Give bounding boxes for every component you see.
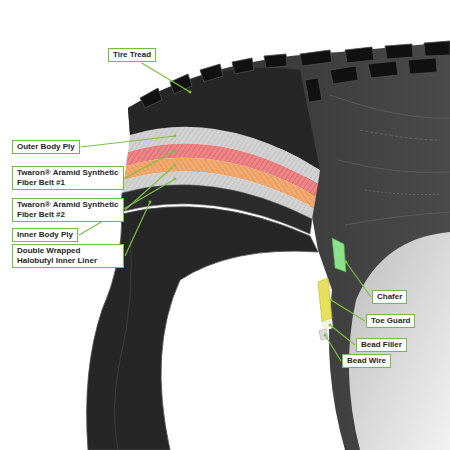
callout-box: Bead Filler [356, 338, 407, 352]
callout-text: Bead Wire [347, 356, 386, 366]
sidewall-lines [330, 95, 450, 225]
leader-line [330, 325, 355, 345]
callout-text: Double Wrapped Halobutyl Inner Liner [17, 246, 119, 266]
callout-box: Inner Body Ply [12, 228, 78, 242]
callout-text: Chafer [377, 292, 402, 302]
callout-text: Toe Guard [371, 316, 410, 326]
callout-text: Inner Body Ply [17, 230, 73, 240]
tread-blocks [140, 41, 450, 108]
callout-box: Double Wrapped Halobutyl Inner Liner [12, 244, 124, 268]
callout-text: Outer Body Ply [17, 142, 75, 152]
callout-text: Twaron® Aramid Synthetic Fiber Belt #1 [17, 168, 119, 188]
callout-text: Twaron® Aramid Synthetic Fiber Belt #2 [17, 200, 119, 220]
toe-guard [318, 278, 332, 322]
leader-line [81, 136, 175, 147]
leader-dot [174, 150, 177, 153]
leader-dot [324, 334, 327, 337]
leader-dot [174, 135, 177, 138]
callout-box: Tire Tread [108, 48, 156, 62]
chafer [332, 238, 346, 272]
callout-box: Bead Wire [342, 354, 391, 368]
callout-box: Outer Body Ply [12, 140, 80, 154]
leader-dot [149, 201, 152, 204]
leader-dot [329, 324, 332, 327]
callout-box: Twaron® Aramid Synthetic Fiber Belt #2 [12, 198, 124, 222]
leader-dot [345, 261, 348, 264]
leader-dot [174, 164, 177, 167]
leader-line [125, 202, 150, 256]
leader-line [346, 262, 371, 297]
callout-text: Bead Filler [361, 340, 402, 350]
callout-text: Tire Tread [113, 50, 151, 60]
callout-box: Twaron® Aramid Synthetic Fiber Belt #1 [12, 166, 124, 190]
leader-line [142, 63, 190, 92]
leader-dot [189, 91, 192, 94]
leader-line [331, 300, 365, 321]
leader-line [325, 335, 341, 361]
leader-line [125, 151, 175, 178]
leader-dot [174, 178, 177, 181]
rim-opening [349, 232, 450, 450]
leader-dot [330, 299, 333, 302]
callout-box: Toe Guard [366, 314, 415, 328]
callout-box: Chafer [372, 290, 407, 304]
bead-filler [322, 318, 333, 331]
